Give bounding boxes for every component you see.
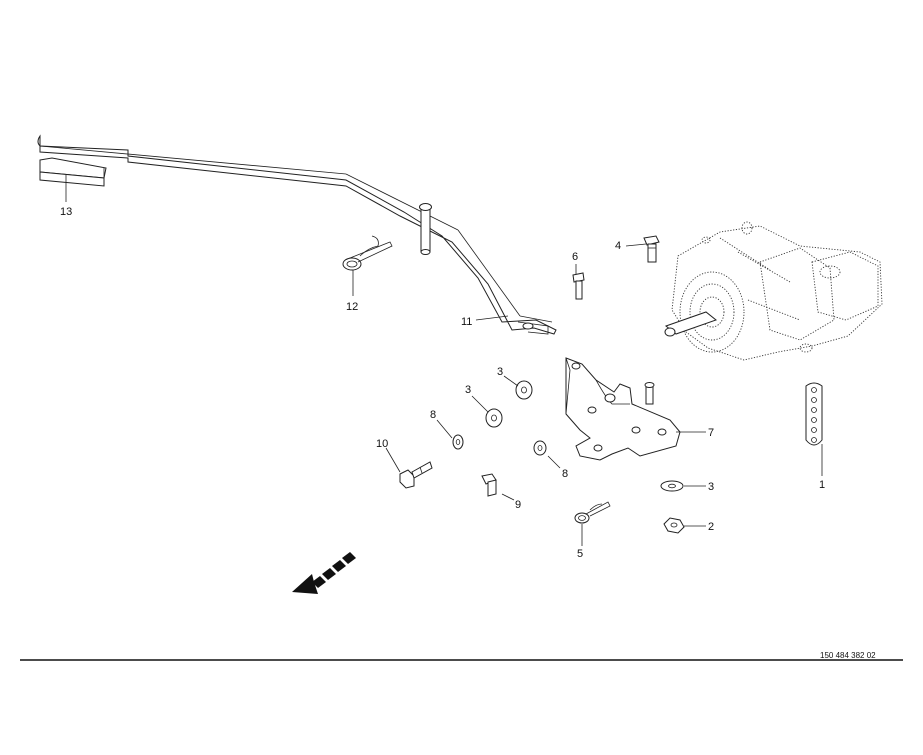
callout-3-mid: 3 [465,384,471,396]
short-bolt-part [481,473,497,497]
callout-11: 11 [461,316,472,328]
callout-8-left: 8 [430,409,436,421]
mounting-bracket-part [565,357,681,461]
callout-3-top: 3 [497,366,503,378]
callout-1: 1 [819,479,825,491]
callout-6: 6 [572,251,578,263]
callout-3-right: 3 [708,481,714,493]
perforated-strap-part [805,382,823,446]
gearbox-assembly [664,221,883,361]
washer-part [660,480,684,492]
washer-part [515,380,533,400]
callout-10: 10 [376,438,388,450]
washer-part [485,408,503,428]
callout-12: 12 [346,301,358,313]
callout-7: 7 [708,427,714,439]
figure-reference-number: 150 484 382 02 [820,651,876,660]
hex-bolt-part [643,235,660,263]
callout-2: 2 [708,521,714,533]
spring-clip-part [342,235,393,271]
leader-lines [65,174,823,546]
grip-pad-part [39,157,107,187]
callout-4: 4 [615,240,621,252]
callout-13: 13 [60,206,72,218]
hex-nut-part [663,517,685,534]
washer-part [533,440,547,456]
callout-5: 5 [577,548,583,560]
hex-bolt-long-part [399,461,433,489]
spring-clip-small-part [574,501,611,524]
small-bolt-part [572,272,585,300]
travel-direction-arrow-icon [292,552,356,594]
callout-9: 9 [515,499,521,511]
operating-lever-part [37,134,557,335]
callout-8-right: 8 [562,468,568,480]
washer-part [452,434,464,450]
